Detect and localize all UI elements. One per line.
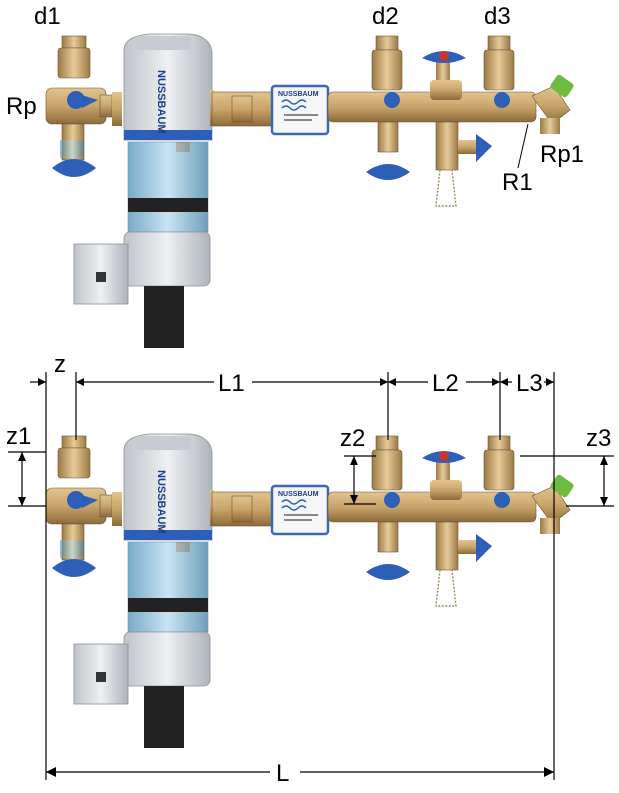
- label-rp1: Rp1: [540, 141, 584, 168]
- label-d3: d3: [484, 3, 511, 30]
- label-r1: R1: [502, 169, 533, 196]
- filter-brand-text: NUSSBAUM: [155, 70, 167, 134]
- r1-leader-line: [517, 123, 529, 169]
- dimension-lines: [8, 372, 614, 780]
- bottom-assembly: NUSSBAUM NUSSBAUM: [44, 432, 577, 750]
- dim-l3: L3: [516, 370, 543, 397]
- meter-brand-text: NUSSBAUM: [278, 91, 319, 98]
- label-d1: d1: [34, 3, 61, 30]
- dim-l1: L1: [218, 370, 245, 397]
- dimension-arrows: [18, 378, 608, 777]
- filter-brand-text-2: NUSSBAUM: [155, 470, 167, 534]
- dim-z2: z2: [340, 425, 365, 452]
- dim-z3: z3: [586, 425, 611, 452]
- dim-z1: z1: [6, 423, 31, 450]
- dim-l: L: [276, 760, 289, 787]
- top-assembly: NUSSBAUM NUSSBAUM d1 d2 d3 Rp Rp1 R1: [6, 3, 584, 350]
- dim-l2: L2: [432, 370, 459, 397]
- label-rp: Rp: [6, 93, 37, 120]
- meter-brand-text-2: NUSSBAUM: [278, 491, 319, 498]
- label-d2: d2: [372, 3, 399, 30]
- dim-z: z: [54, 351, 66, 378]
- dimension-labels: z L1 L2 L3 z1 z2 z3 L: [6, 351, 611, 787]
